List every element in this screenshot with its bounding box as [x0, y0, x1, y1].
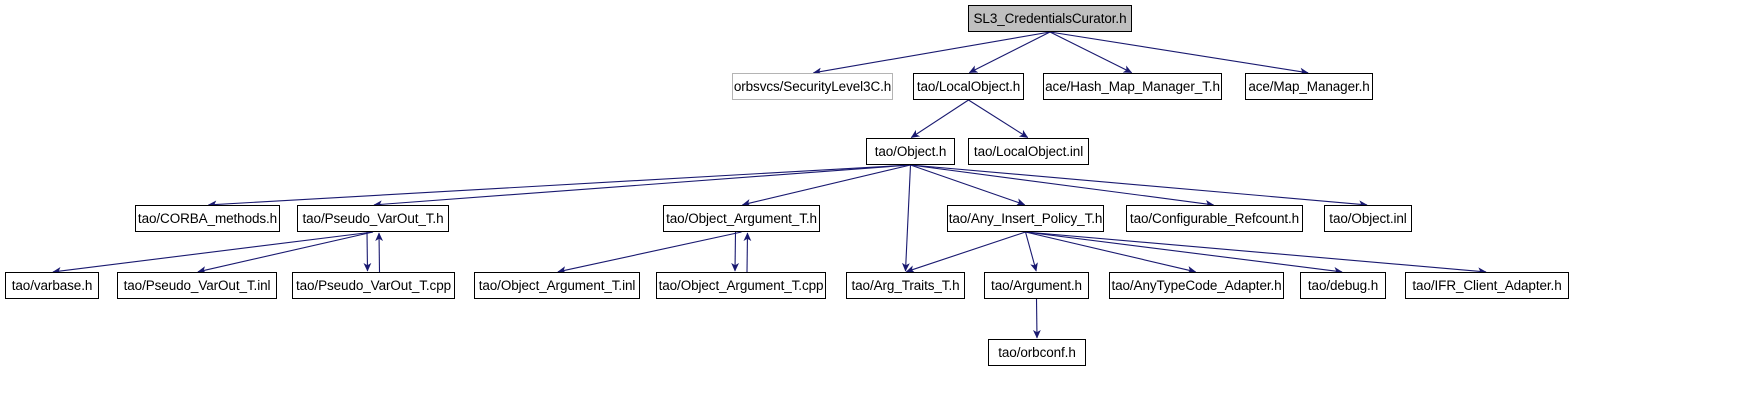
edge-root-to-mapmgr	[1049, 31, 1309, 76]
edge-anyinsert-to-ifrclient	[1025, 231, 1487, 276]
graph-node-root[interactable]: SL3_CredentialsCurator.h	[968, 5, 1132, 32]
graph-node-object[interactable]: tao/Object.h	[866, 138, 955, 165]
graph-node-objinl[interactable]: tao/Object.inl	[1324, 205, 1412, 232]
edge-object-to-corbameth	[207, 164, 911, 209]
graph-node-argument[interactable]: tao/Argument.h	[984, 272, 1089, 299]
graph-node-pseudovar[interactable]: tao/Pseudo_VarOut_T.h	[297, 205, 449, 232]
edge-object-to-objargth	[741, 164, 911, 207]
graph-node-pvinl[interactable]: tao/Pseudo_VarOut_T.inl	[117, 272, 277, 299]
edge-objargth-to-objarginl	[557, 231, 742, 274]
edge-root-to-hashmap	[1049, 31, 1133, 74]
edge-pseudovar-to-pvinl	[197, 231, 374, 274]
edge-root-to-localobj	[968, 31, 1051, 74]
graph-node-localobj[interactable]: tao/LocalObject.h	[913, 73, 1024, 100]
edge-pvcpp-to-pseudovar	[375, 232, 384, 273]
edge-anyinsert-to-debug	[1025, 231, 1343, 275]
graph-node-objargth[interactable]: tao/Object_Argument_T.h	[663, 205, 820, 232]
edge-pseudovar-to-varbase	[52, 231, 374, 275]
edge-anyinsert-to-argtraits	[905, 231, 1026, 273]
graph-node-objargcpp[interactable]: tao/Object_Argument_T.cpp	[656, 272, 826, 299]
graph-node-ifrclient[interactable]: tao/IFR_Client_Adapter.h	[1405, 272, 1569, 299]
edge-objargth-to-objargcpp	[731, 231, 740, 272]
edge-argument-to-orbconf	[1032, 298, 1041, 339]
graph-node-varbase[interactable]: tao/varbase.h	[5, 272, 99, 299]
graph-node-seclevel3c[interactable]: orbsvcs/SecurityLevel3C.h	[732, 73, 893, 100]
graph-node-orbconf[interactable]: tao/orbconf.h	[988, 339, 1086, 366]
graph-node-debug[interactable]: tao/debug.h	[1300, 272, 1386, 299]
edge-anyinsert-to-argument	[1024, 231, 1038, 272]
edge-object-to-argtraits	[901, 164, 912, 272]
edge-object-to-objinl	[910, 164, 1368, 209]
edge-object-to-configref	[910, 164, 1215, 208]
edge-objargcpp-to-objargth	[743, 232, 752, 273]
edge-localobj-to-localobjinl	[968, 99, 1029, 138]
graph-node-localobjinl[interactable]: tao/LocalObject.inl	[968, 138, 1089, 165]
graph-node-anyinsert[interactable]: tao/Any_Insert_Policy_T.h	[947, 205, 1104, 232]
graph-node-anytype[interactable]: tao/AnyTypeCode_Adapter.h	[1109, 272, 1284, 299]
edge-root-to-seclevel3c	[812, 31, 1051, 76]
edge-anyinsert-to-anytype	[1025, 231, 1197, 274]
edge-object-to-pseudovar	[373, 164, 911, 209]
graph-node-pvcpp[interactable]: tao/Pseudo_VarOut_T.cpp	[292, 272, 455, 299]
graph-node-argtraits[interactable]: tao/Arg_Traits_T.h	[846, 272, 965, 299]
graph-node-configref[interactable]: tao/Configurable_Refcount.h	[1126, 205, 1303, 232]
edge-localobj-to-object	[910, 99, 969, 138]
graph-node-objarginl[interactable]: tao/Object_Argument_T.inl	[474, 272, 640, 299]
edge-object-to-anyinsert	[910, 164, 1026, 206]
graph-node-corbameth[interactable]: tao/CORBA_methods.h	[135, 205, 280, 232]
graph-node-mapmgr[interactable]: ace/Map_Manager.h	[1245, 73, 1373, 100]
graph-node-hashmap[interactable]: ace/Hash_Map_Manager_T.h	[1043, 73, 1222, 100]
edge-pseudovar-to-pvcpp	[363, 231, 372, 272]
